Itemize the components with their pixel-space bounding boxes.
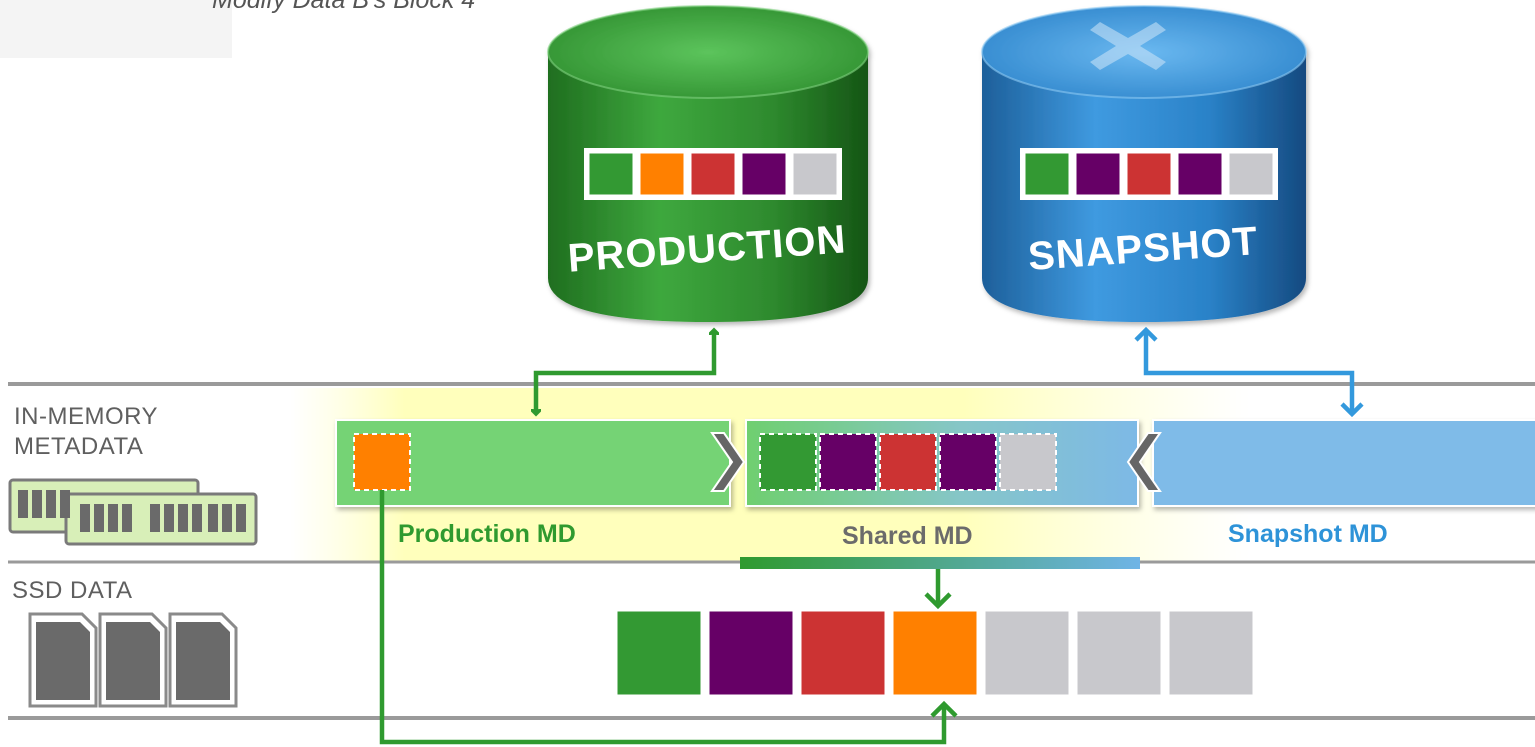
snapshot-link-arrowhead-bottom [1340, 402, 1364, 418]
memory-chip [80, 504, 90, 532]
block-purple [1175, 150, 1225, 198]
memory-chip [164, 504, 174, 532]
slide-title: Modify Data B's Block 4 [212, 0, 476, 14]
production-volume-blocks [584, 148, 842, 200]
memory-label-line2: METADATA [14, 433, 144, 460]
memory-chip [18, 490, 28, 518]
block-red [1124, 150, 1174, 198]
memory-chip [46, 490, 56, 518]
memory-chip [192, 504, 202, 532]
block-orange [637, 150, 687, 198]
block-gray [982, 608, 1072, 698]
memory-chip [222, 504, 232, 532]
shared-to-ssd-arrowhead [924, 592, 952, 610]
block-purple [939, 433, 997, 491]
block-gray [1166, 608, 1256, 698]
block-purple [739, 150, 789, 198]
snapshot-volume-blocks [1020, 148, 1278, 200]
block-red [798, 608, 888, 698]
snapshot-link-arrow [1143, 330, 1355, 414]
write-redirect-arrowhead [930, 700, 958, 718]
block-green [1022, 150, 1072, 198]
block-green [759, 433, 817, 491]
block-purple [706, 608, 796, 698]
block-gray [999, 433, 1057, 491]
ssd-row-label: SSD DATA [12, 577, 133, 604]
memory-chip [236, 504, 246, 532]
block-gray [1074, 608, 1164, 698]
production-link-arrow [536, 330, 714, 414]
block-gray [790, 150, 840, 198]
memory-module-icon [8, 478, 258, 546]
ssd-card-icon [28, 612, 238, 708]
snapshot-link-arrowhead-top [1134, 326, 1158, 342]
block-red [688, 150, 738, 198]
x-badge-icon [1090, 22, 1166, 70]
snapshot-md-box [1152, 419, 1535, 507]
memory-chip [208, 504, 218, 532]
block-gray [1226, 150, 1276, 198]
top-left-panel [0, 0, 232, 58]
shared-md-bar [740, 557, 1140, 569]
snapshot-md-label: Snapshot MD [1228, 520, 1388, 548]
memory-row-label: IN-MEMORY METADATA [14, 402, 158, 462]
memory-chip [150, 504, 160, 532]
block-purple [1073, 150, 1123, 198]
snapshot-pointer-icon [1126, 432, 1162, 492]
memory-chip [60, 490, 70, 518]
memory-chip [122, 504, 132, 532]
ssd-data-blocks [614, 608, 1256, 698]
block-purple [819, 433, 877, 491]
production-pointer-icon [710, 432, 746, 492]
block-green [614, 608, 704, 698]
shared-md-blocks [759, 433, 1057, 491]
block-orange [890, 608, 980, 698]
block-orange [353, 433, 411, 491]
shared-md-label: Shared MD [842, 522, 973, 550]
block-red [879, 433, 937, 491]
memory-chip [94, 504, 104, 532]
block-green [586, 150, 636, 198]
memory-label-line1: IN-MEMORY [14, 403, 159, 430]
memory-chip [178, 504, 188, 532]
memory-chip [32, 490, 42, 518]
production-md-blocks [353, 433, 411, 491]
memory-chip [108, 504, 118, 532]
production-md-label: Production MD [398, 520, 576, 548]
write-redirect-arrow [379, 490, 947, 745]
